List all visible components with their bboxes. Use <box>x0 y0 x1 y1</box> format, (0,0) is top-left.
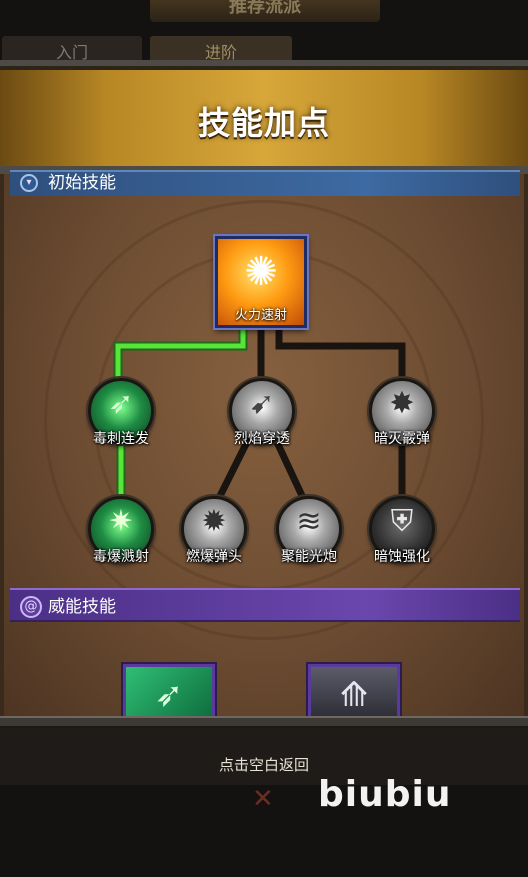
shrapnel-burst-icon: ✸ <box>389 386 415 421</box>
lightning-shield-icon: ⛨ <box>390 504 414 539</box>
skill-label-flame-pierce: 烈焰穿透 <box>234 431 290 447</box>
background-close-icon: ✕ <box>252 784 274 814</box>
piercing-bullet-icon: ➹ <box>249 386 275 421</box>
section-initial-skills: ▾ 初始技能 <box>10 170 520 196</box>
skill-label-dark-shrapnel: 暗灭霰弹 <box>374 431 430 447</box>
header-frame-top <box>0 60 528 68</box>
skill-label-toxic-burst: 毒爆溅射 <box>93 549 149 565</box>
core-skill-rapid-fire[interactable]: ✺ 火力速射 <box>215 236 307 328</box>
power-skill-card-1[interactable]: ➶ <box>123 664 215 724</box>
link-flame-to-focus <box>272 438 308 502</box>
skill-label-dark-erosion: 暗蚀强化 <box>374 549 430 565</box>
skill-toxic-burst[interactable]: ✷ <box>88 496 154 562</box>
panel-bottom-frame <box>0 716 528 728</box>
background-bottom-bar <box>0 725 528 785</box>
link-core-to-toxic-spike <box>113 328 248 380</box>
section-power-label: 威能技能 <box>48 597 116 617</box>
watermark-logo: biubiu <box>318 774 452 815</box>
link-flame-to-burning <box>214 438 252 502</box>
silver-spikes-icon: ⟰ <box>339 675 369 715</box>
core-skill-label: 火力速射 <box>234 308 287 323</box>
background-title: 推荐流派 <box>150 0 380 22</box>
skill-label-burning-warhead: 燃爆弹头 <box>186 549 242 565</box>
skill-burning-warhead[interactable]: ✹ <box>181 496 247 562</box>
section-initial-label: 初始技能 <box>48 173 116 193</box>
green-missile-icon: ➶ <box>154 675 184 715</box>
explosion-icon: ✹ <box>201 504 227 539</box>
skill-toxic-spike[interactable]: ➶ <box>88 378 154 444</box>
section-power-skills: @ 威能技能 <box>10 588 520 622</box>
panel-title: 技能加点 <box>197 104 330 142</box>
skill-label-toxic-spike: 毒刺连发 <box>93 431 149 447</box>
poison-missile-icon: ➶ <box>108 386 134 421</box>
skill-dark-erosion[interactable]: ⛨ <box>369 496 435 562</box>
panel-emblem <box>44 200 484 640</box>
power-skill-card-2[interactable]: ⟰ <box>308 664 400 724</box>
link-core-to-dark-shrapnel <box>275 328 406 378</box>
swirl-icon: @ <box>20 596 42 618</box>
tap-blank-to-return-hint: 点击空白返回 <box>218 756 309 774</box>
skill-label-focus-cannon: 聚能光炮 <box>281 549 337 565</box>
skill-flame-pierce[interactable]: ➹ <box>229 378 295 444</box>
skill-dark-shrapnel[interactable]: ✸ <box>369 378 435 444</box>
beam-icon: ≋ <box>296 504 322 539</box>
skill-focus-cannon[interactable]: ≋ <box>276 496 342 562</box>
chevron-down-icon: ▾ <box>20 174 38 192</box>
toxic-burst-icon: ✷ <box>108 504 134 539</box>
gatling-icon: ✺ <box>244 249 278 295</box>
